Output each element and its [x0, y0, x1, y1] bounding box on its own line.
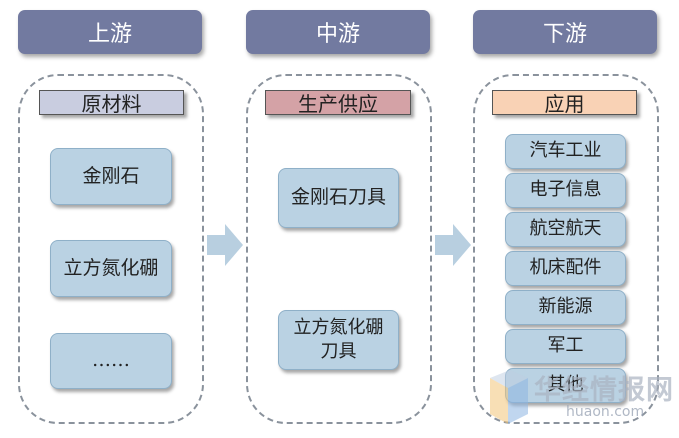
midstream-item-cbn-tool: 立方氮化硼 刀具: [278, 310, 399, 370]
watermark-url: huaon.com: [566, 404, 645, 420]
downstream-item-aerospace: 航空航天: [505, 212, 626, 247]
arrow-midstream-to-downstream: [435, 224, 471, 266]
midstream-tag: 生产供应: [265, 90, 411, 116]
upstream-item-ellipsis: ……: [50, 333, 172, 389]
watermark: 华经情报网 huaon.com: [486, 368, 676, 428]
upstream-header: 上游: [18, 10, 202, 54]
downstream-item-auto: 汽车工业: [505, 134, 626, 169]
upstream-tag: 原材料: [39, 90, 184, 116]
midstream-header: 中游: [246, 10, 430, 54]
downstream-header: 下游: [473, 10, 657, 54]
midstream-item-diamond-tool: 金刚石刀具: [278, 168, 399, 228]
watermark-brand: 华经情报网: [534, 375, 674, 406]
downstream-item-machine-parts: 机床配件: [505, 251, 626, 286]
upstream-item-cbn: 立方氮化硼: [50, 240, 172, 297]
downstream-item-military: 军工: [505, 329, 626, 364]
downstream-column: [473, 74, 659, 424]
upstream-column: [18, 74, 204, 424]
downstream-tag: 应用: [492, 90, 637, 116]
midstream-column: [246, 74, 432, 424]
arrow-upstream-to-midstream: [207, 224, 243, 266]
downstream-item-electronics: 电子信息: [505, 173, 626, 208]
downstream-item-new-energy: 新能源: [505, 290, 626, 325]
watermark-logo-icon: [490, 370, 528, 424]
upstream-item-diamond: 金刚石: [50, 148, 172, 205]
